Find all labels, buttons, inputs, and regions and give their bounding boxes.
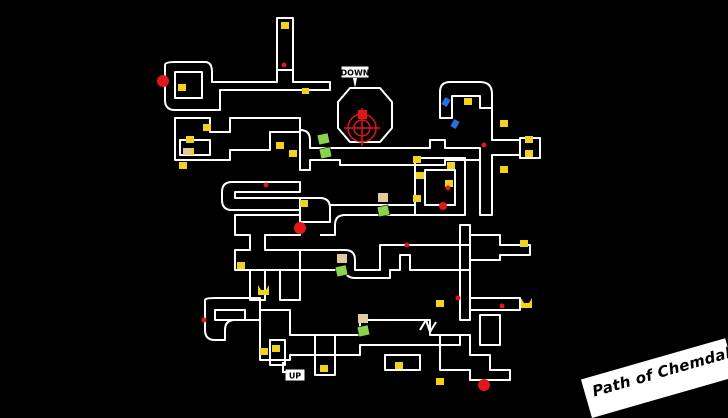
- enemy-icon[interactable]: [294, 222, 306, 234]
- treasure-chest-icon[interactable]: [416, 172, 424, 179]
- treasure-chest-icon[interactable]: [447, 162, 455, 169]
- cognition-icon[interactable]: [337, 254, 347, 263]
- treasure-chest-icon[interactable]: [302, 88, 309, 94]
- safe-room-icon[interactable]: [376, 204, 391, 218]
- safe-room-icon[interactable]: [334, 264, 349, 278]
- safe-room-icon[interactable]: [356, 324, 371, 338]
- enemy-icon[interactable]: [157, 75, 169, 87]
- treasure-chest-icon[interactable]: [260, 348, 268, 355]
- treasure-chest-icon[interactable]: [445, 180, 453, 187]
- treasure-chest-icon[interactable]: [179, 162, 187, 169]
- treasure-chest-icon[interactable]: [525, 150, 533, 157]
- treasure-chest-icon[interactable]: [500, 120, 508, 127]
- cats: [258, 285, 532, 308]
- treasure-chest-icon[interactable]: [276, 142, 284, 149]
- red-dot-icon: [445, 185, 451, 191]
- treasure-chest-icon[interactable]: [320, 365, 328, 372]
- red-dot-icon: [499, 303, 505, 309]
- treasure-chest-icon[interactable]: [203, 124, 211, 131]
- treasure-chest-icon[interactable]: [289, 150, 297, 157]
- treasure-chests: [178, 22, 533, 385]
- red-dot-icon: [281, 62, 287, 68]
- enemy-icon[interactable]: [358, 110, 367, 119]
- red-dots: [201, 62, 505, 323]
- treasure-chest-icon[interactable]: [525, 136, 533, 143]
- cognition-markers: [183, 148, 388, 323]
- treasure-chest-icon[interactable]: [464, 98, 472, 105]
- treasure-chest-icon[interactable]: [186, 136, 194, 143]
- cognition-icon[interactable]: [183, 148, 191, 155]
- treasure-chest-icon[interactable]: [178, 84, 186, 91]
- treasure-chest-icon[interactable]: [413, 156, 421, 163]
- treasure-chest-icon[interactable]: [281, 22, 289, 29]
- stairs-up-label: UP: [289, 372, 301, 381]
- cognition-icon[interactable]: [378, 193, 388, 202]
- red-dot-icon: [404, 242, 410, 248]
- cat-icon[interactable]: [258, 285, 269, 295]
- safe-room-icon[interactable]: [318, 146, 333, 160]
- stairs-up[interactable]: UP: [282, 362, 306, 382]
- red-dot-icon: [201, 317, 207, 323]
- treasure-chest-icon[interactable]: [520, 240, 528, 247]
- enemies: [157, 75, 490, 391]
- safe-room-icon[interactable]: [316, 132, 331, 146]
- corridors: [164, 17, 541, 381]
- enemy-icon[interactable]: [478, 379, 490, 391]
- treasure-chest-icon[interactable]: [413, 195, 421, 202]
- treasure-chest-icon[interactable]: [436, 300, 444, 307]
- treasure-chest-icon[interactable]: [436, 378, 444, 385]
- enemy-icon[interactable]: [439, 202, 447, 210]
- blue-lock-icon[interactable]: [441, 97, 451, 107]
- blue-lock-icon[interactable]: [450, 119, 460, 129]
- stairs-down-label: DOWN: [341, 69, 370, 78]
- treasure-chest-icon[interactable]: [500, 166, 508, 173]
- treasure-chest-icon[interactable]: [300, 200, 308, 207]
- treasure-chest-icon[interactable]: [395, 362, 403, 369]
- red-dot-icon: [263, 182, 269, 188]
- cat-icon[interactable]: [521, 298, 532, 308]
- stairs-down[interactable]: DOWN: [340, 65, 370, 88]
- treasure-chest-icon[interactable]: [272, 345, 280, 352]
- safe-rooms: [316, 132, 391, 338]
- treasure-chest-icon[interactable]: [237, 262, 245, 269]
- red-dot-icon: [455, 295, 461, 301]
- cognition-icon[interactable]: [358, 314, 368, 323]
- red-dot-icon: [481, 142, 487, 148]
